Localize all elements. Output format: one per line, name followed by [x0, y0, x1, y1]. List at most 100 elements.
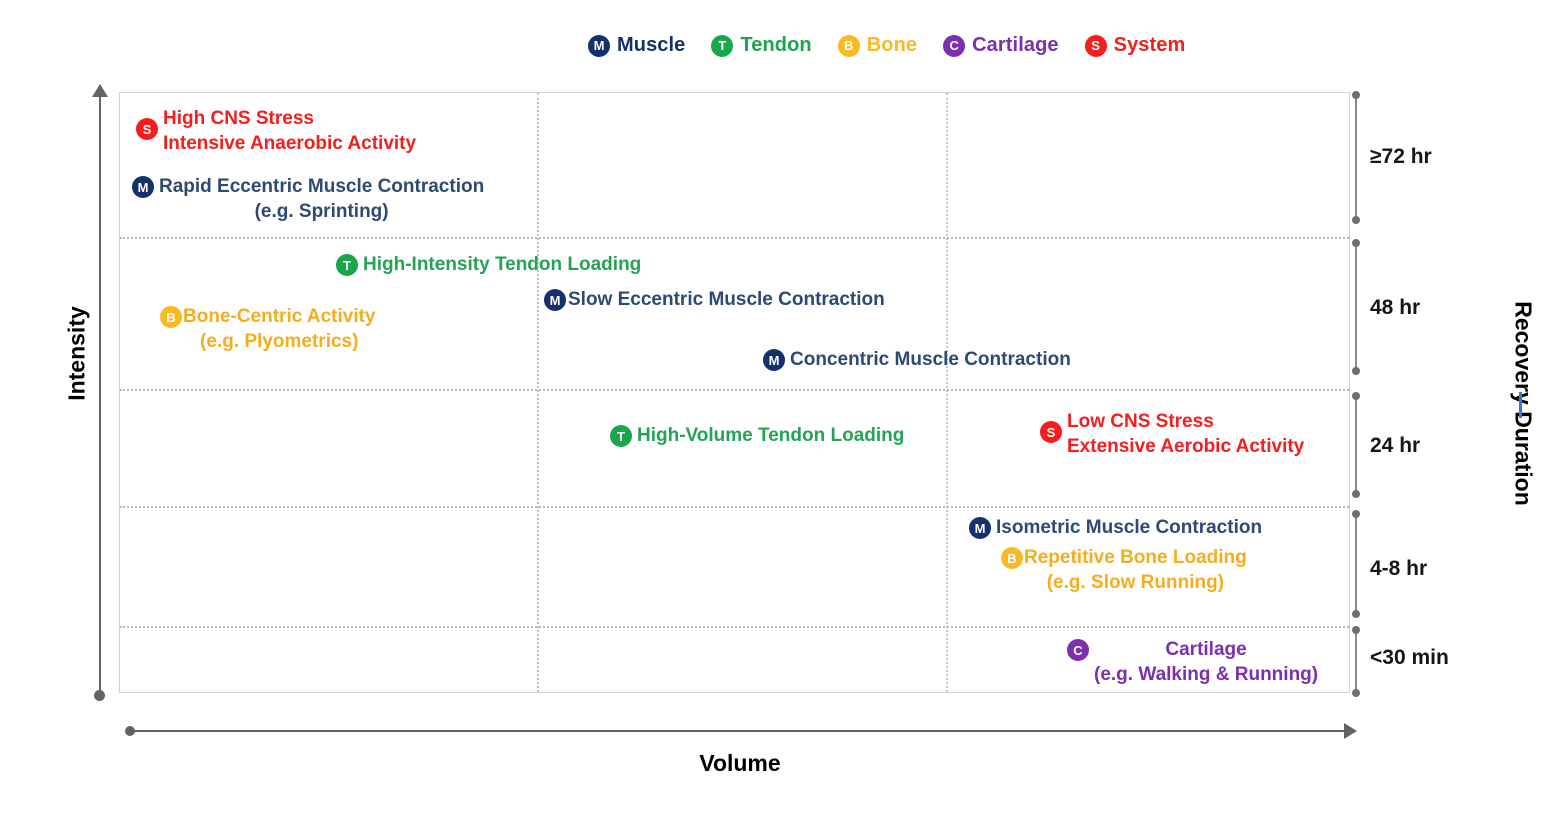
- entry-line-1: Bone-Centric Activity: [183, 306, 376, 327]
- x-axis-title: Volume: [699, 750, 781, 776]
- entry-line-1: Cartilage: [1165, 639, 1247, 660]
- y-axis-line: [99, 95, 101, 695]
- entry-text: Low CNS Stress Extensive Aerobic Activit…: [1067, 410, 1304, 459]
- recovery-duration-title: Recovery Duration: [1510, 301, 1537, 506]
- entry-line-2: (e.g. Slow Running): [1046, 571, 1225, 593]
- entry-isometric-muscle-contraction: M Isometric Muscle Contraction: [969, 516, 1262, 541]
- tendon-badge-icon: T: [711, 34, 734, 57]
- entry-text: Cartilage (e.g. Walking & Running): [1094, 638, 1318, 687]
- entry-rapid-eccentric-muscle-contraction: M Rapid Eccentric Muscle Contraction (e.…: [132, 175, 484, 224]
- tendon-badge-icon: T: [336, 254, 358, 276]
- bone-badge-icon: B: [1001, 547, 1023, 569]
- bracket-cap-icon: [1352, 367, 1360, 375]
- entry-concentric-muscle-contraction: M Concentric Muscle Contraction: [763, 348, 1071, 373]
- muscle-badge-icon: M: [763, 349, 785, 371]
- entry-high-volume-tendon-loading: T High-Volume Tendon Loading: [610, 424, 904, 449]
- tendon-badge-icon: T: [610, 425, 632, 447]
- grid-line-horizontal-2: [120, 389, 1349, 391]
- legend-label-system: System: [1113, 34, 1186, 56]
- bracket-48hr: [1352, 239, 1360, 375]
- legend-label-bone: Bone: [866, 34, 918, 56]
- entry-line-2: (e.g. Sprinting): [254, 200, 389, 222]
- bracket-72hr: [1352, 91, 1360, 224]
- entry-line-1: Low CNS Stress: [1067, 411, 1214, 432]
- entry-text: High-Intensity Tendon Loading: [363, 253, 641, 278]
- grid-line-horizontal-1: [120, 237, 1349, 239]
- y-axis-origin-dot-icon: [94, 690, 105, 701]
- entry-text: Slow Eccentric Muscle Contraction: [568, 288, 885, 313]
- recovery-label-24hr: 24 hr: [1370, 434, 1421, 457]
- recovery-label-48hr: 48 hr: [1370, 296, 1421, 319]
- system-badge-icon: S: [136, 118, 158, 140]
- entry-line-1: Concentric Muscle Contraction: [790, 349, 1071, 370]
- legend-label-cartilage: Cartilage: [972, 34, 1059, 56]
- recovery-label-4-8hr: 4-8 hr: [1370, 557, 1428, 580]
- entry-text: High-Volume Tendon Loading: [637, 424, 904, 449]
- entry-slow-eccentric-muscle-contraction: M Slow Eccentric Muscle Contraction: [544, 288, 885, 313]
- bracket-4-8hr: [1352, 510, 1360, 618]
- entry-text: Bone-Centric Activity (e.g. Plyometrics): [183, 305, 376, 354]
- entry-line-1: High-Intensity Tendon Loading: [363, 254, 642, 275]
- bone-badge-icon: B: [837, 34, 860, 57]
- system-badge-icon: S: [1084, 34, 1107, 57]
- cartilage-badge-icon: C: [943, 34, 966, 57]
- entry-line-2: Extensive Aerobic Activity: [1067, 435, 1305, 457]
- grid-line-vertical-1: [537, 93, 539, 692]
- muscle-badge-icon: M: [132, 176, 154, 198]
- entry-cartilage: C Cartilage (e.g. Walking & Running): [1067, 638, 1318, 687]
- legend-item-tendon: T Tendon: [711, 34, 812, 57]
- bracket-cap-icon: [1352, 610, 1360, 618]
- y-axis-title: Intensity: [63, 306, 90, 401]
- blue-accent-mark: [1519, 392, 1522, 418]
- bracket-cap-icon: [1352, 239, 1360, 247]
- entry-text: High CNS Stress Intensive Anaerobic Acti…: [163, 107, 416, 156]
- legend-item-cartilage: C Cartilage: [943, 34, 1059, 57]
- system-badge-icon: S: [1040, 421, 1062, 443]
- recovery-label-30min: <30 min: [1370, 646, 1449, 669]
- legend-item-system: S System: [1084, 34, 1186, 57]
- entry-line-2: (e.g. Plyometrics): [200, 330, 359, 352]
- entry-line-1: Repetitive Bone Loading: [1024, 547, 1247, 568]
- grid-line-vertical-2: [946, 93, 948, 692]
- legend-label-muscle: Muscle: [617, 34, 686, 56]
- entry-line-1: Isometric Muscle Contraction: [996, 517, 1263, 538]
- entry-line-1: Slow Eccentric Muscle Contraction: [568, 289, 885, 310]
- entry-bone-centric-activity: B Bone-Centric Activity (e.g. Plyometric…: [160, 305, 376, 354]
- muscle-badge-icon: M: [588, 34, 610, 57]
- entry-line-1: Rapid Eccentric Muscle Contraction: [159, 176, 485, 197]
- x-axis-line: [130, 730, 1348, 732]
- legend-item-bone: B Bone: [837, 34, 918, 57]
- entry-line-1: High CNS Stress: [163, 108, 314, 129]
- bracket-cap-icon: [1352, 216, 1360, 224]
- entry-text: Rapid Eccentric Muscle Contraction (e.g.…: [159, 175, 484, 224]
- legend-item-muscle: M Muscle: [588, 34, 685, 57]
- bracket-cap-icon: [1352, 689, 1360, 697]
- entry-high-intensity-tendon-loading: T High-Intensity Tendon Loading: [336, 253, 641, 278]
- cartilage-badge-icon: C: [1067, 639, 1089, 661]
- bracket-cap-icon: [1352, 626, 1360, 634]
- bracket-cap-icon: [1352, 392, 1360, 400]
- grid-line-horizontal-4: [120, 626, 1349, 628]
- legend: M Muscle T Tendon B Bone C Cartilage S S…: [588, 34, 1185, 57]
- bracket-30min: [1352, 626, 1360, 697]
- entry-text: Repetitive Bone Loading (e.g. Slow Runni…: [1024, 546, 1247, 595]
- bracket-cap-icon: [1352, 91, 1360, 99]
- legend-label-tendon: Tendon: [740, 34, 812, 56]
- entry-low-cns-stress: S Low CNS Stress Extensive Aerobic Activ…: [1040, 410, 1304, 459]
- recovery-label-72hr: ≥72 hr: [1370, 145, 1432, 168]
- bracket-cap-icon: [1352, 510, 1360, 518]
- bone-badge-icon: B: [160, 306, 182, 328]
- plot-area: S High CNS Stress Intensive Anaerobic Ac…: [119, 92, 1350, 693]
- entry-line-2: (e.g. Walking & Running): [1094, 663, 1319, 685]
- entry-text: Isometric Muscle Contraction: [996, 516, 1262, 541]
- grid-line-horizontal-3: [120, 506, 1349, 508]
- entry-text: Concentric Muscle Contraction: [790, 348, 1071, 373]
- entry-repetitive-bone-loading: B Repetitive Bone Loading (e.g. Slow Run…: [1001, 546, 1247, 595]
- entry-line-1: High-Volume Tendon Loading: [637, 425, 905, 446]
- muscle-badge-icon: M: [544, 289, 566, 311]
- x-axis-arrow-icon: [1344, 723, 1357, 739]
- entry-high-cns-stress: S High CNS Stress Intensive Anaerobic Ac…: [136, 107, 416, 156]
- muscle-badge-icon: M: [969, 517, 991, 539]
- bracket-cap-icon: [1352, 490, 1360, 498]
